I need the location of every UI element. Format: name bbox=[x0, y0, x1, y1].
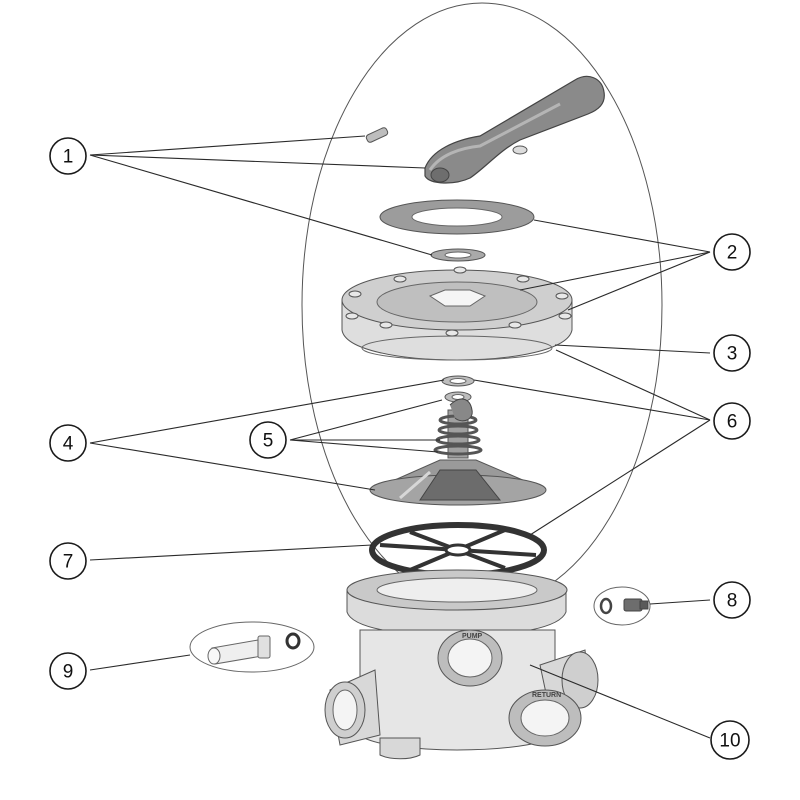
rotor-disk bbox=[369, 459, 547, 506]
valve-cover bbox=[341, 266, 573, 361]
handle-pin bbox=[365, 127, 389, 143]
callout-7: 7 bbox=[49, 542, 87, 580]
small-washer-2 bbox=[441, 375, 475, 387]
handle-part bbox=[424, 75, 605, 184]
svg-text:5: 5 bbox=[263, 431, 274, 452]
svg-text:1: 1 bbox=[63, 147, 74, 168]
callout-1: 1 bbox=[49, 137, 87, 175]
callout-8: 8 bbox=[713, 581, 751, 619]
part-8-enclosure bbox=[593, 586, 651, 626]
callout-3: 3 bbox=[713, 334, 751, 372]
callout-10: 10 bbox=[710, 720, 750, 760]
svg-text:6: 6 bbox=[727, 412, 738, 433]
return-marking: RETURN bbox=[532, 692, 561, 699]
svg-text:10: 10 bbox=[719, 731, 740, 752]
svg-text:4: 4 bbox=[63, 434, 74, 455]
svg-text:7: 7 bbox=[63, 552, 74, 573]
part-9-enclosure bbox=[189, 621, 315, 673]
callout-5: 5 bbox=[249, 421, 287, 459]
svg-text:3: 3 bbox=[727, 344, 738, 365]
small-washer-1 bbox=[430, 248, 486, 262]
spider-gasket bbox=[369, 522, 547, 578]
pump-marking: PUMP bbox=[462, 633, 483, 640]
sight-glass bbox=[207, 632, 301, 665]
leader-lines bbox=[89, 135, 711, 739]
valve-body: PUMP RETURN bbox=[324, 569, 599, 760]
drain-plug bbox=[599, 597, 649, 615]
cover-gasket bbox=[379, 199, 535, 235]
callout-4: 4 bbox=[49, 424, 87, 462]
svg-text:8: 8 bbox=[727, 591, 738, 612]
svg-text:2: 2 bbox=[727, 243, 738, 264]
small-washer-3 bbox=[444, 391, 472, 403]
callout-6: 6 bbox=[713, 402, 751, 440]
svg-text:9: 9 bbox=[63, 662, 74, 683]
callout-2: 2 bbox=[713, 233, 751, 271]
callout-9: 9 bbox=[49, 652, 87, 690]
spring-stem bbox=[433, 398, 483, 459]
